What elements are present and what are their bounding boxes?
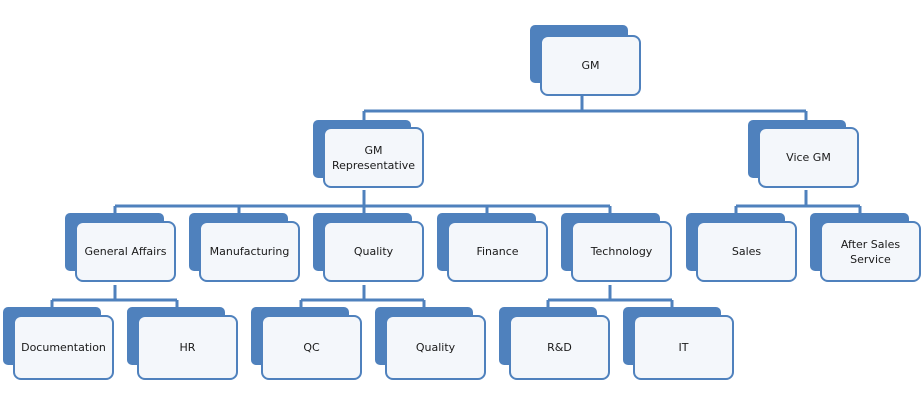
node-label: IT [633,315,734,380]
node-label: Quality [323,221,424,282]
node-label: Sales [696,221,797,282]
node-label: GM [540,35,641,96]
node-label: Manufacturing [199,221,300,282]
node-label: R&D [509,315,610,380]
node-label: After Sales Service [820,221,921,282]
node-label: QC [261,315,362,380]
node-label: Documentation [13,315,114,380]
node-label: Technology [571,221,672,282]
node-label: Vice GM [758,127,859,188]
node-label: Quality [385,315,486,380]
node-label: GM Representative [323,127,424,188]
node-label: General Affairs [75,221,176,282]
node-label: HR [137,315,238,380]
node-label: Finance [447,221,548,282]
